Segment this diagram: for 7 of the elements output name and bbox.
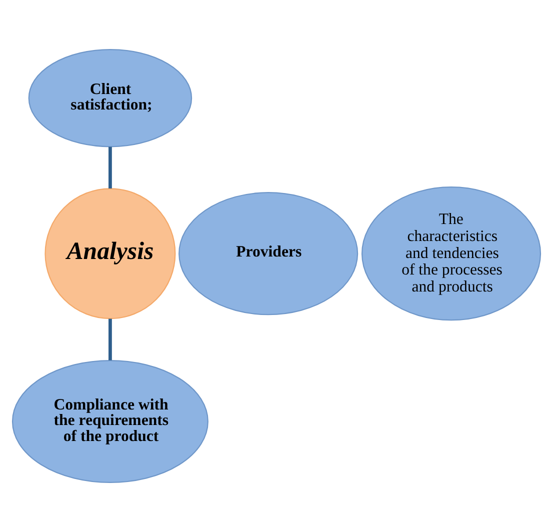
node-ellipse: Client satisfaction; — [28, 48, 192, 147]
node-circle: Analysis — [44, 188, 176, 319]
connector — [108, 318, 112, 360]
node-ellipse: Providers — [178, 192, 358, 315]
connector — [108, 146, 112, 188]
node-ellipse: Compliance with the requirements of the product — [12, 359, 208, 483]
node-ellipse: The characteristics and tendencies of the processes and products — [361, 186, 542, 320]
